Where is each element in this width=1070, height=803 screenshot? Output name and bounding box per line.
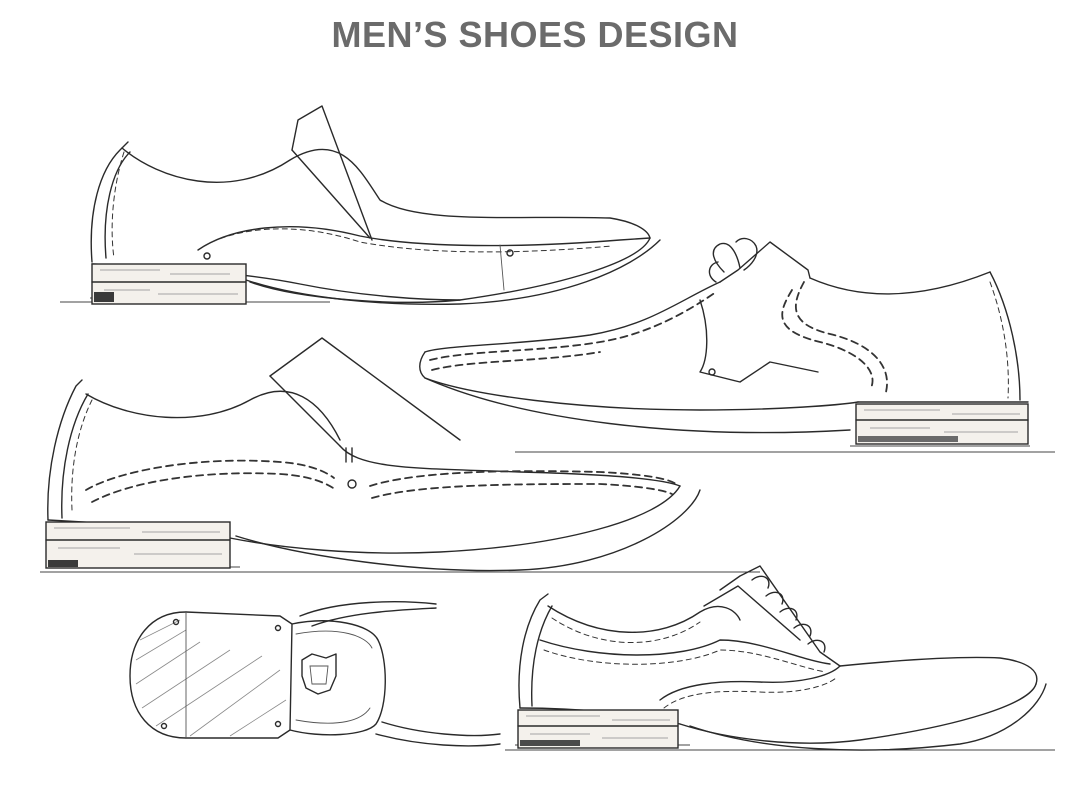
shoe-derby-icon: [419, 237, 1055, 453]
shoe-sole-icon: [129, 601, 501, 747]
shoe-slipon-icon: [60, 105, 661, 305]
shoe-oxford-icon: [505, 565, 1055, 751]
page-title: MEN’S SHOES DESIGN: [331, 14, 739, 55]
shoe-brogue-icon: [40, 337, 760, 573]
